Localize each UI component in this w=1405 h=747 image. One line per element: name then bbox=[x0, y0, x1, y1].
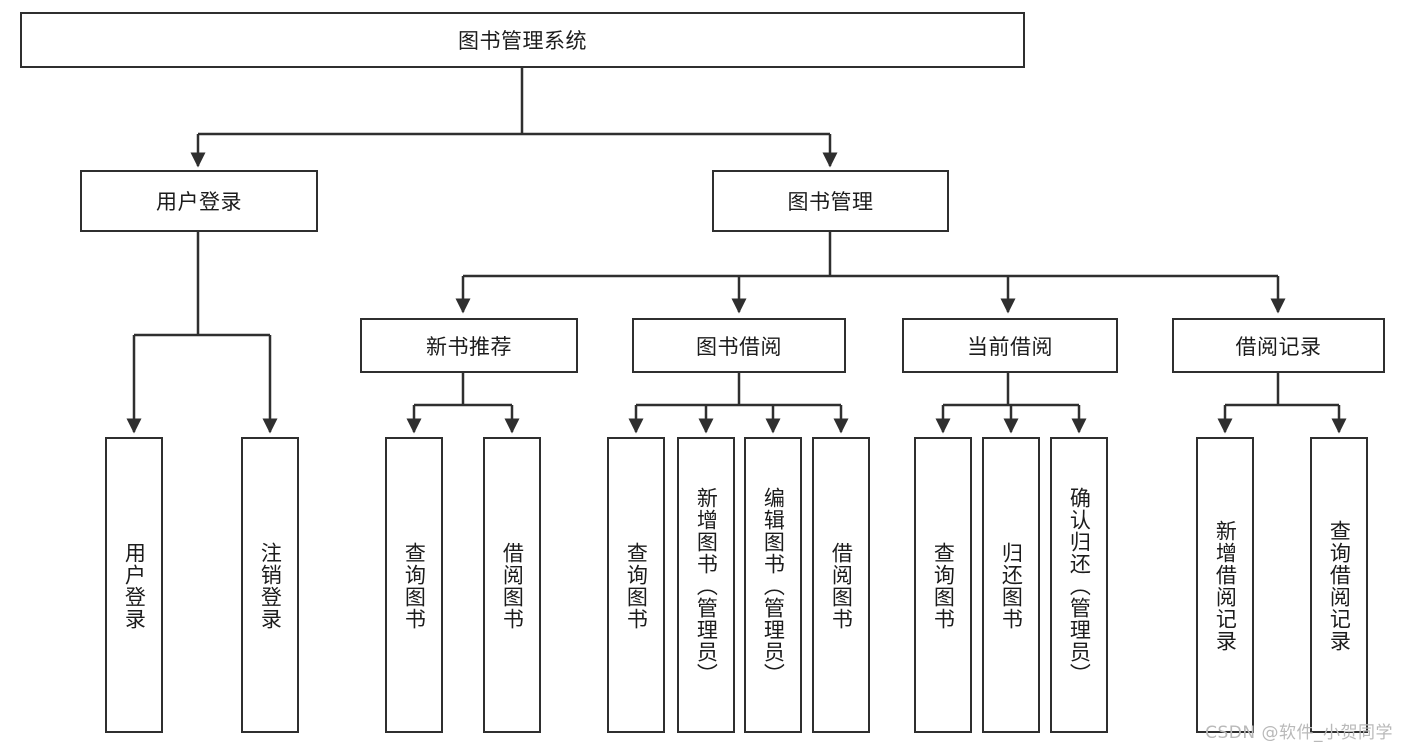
node-leaf-query-book-2[interactable]: 查询图书 bbox=[607, 437, 665, 733]
node-leaf-return-book[interactable]: 归还图书 bbox=[982, 437, 1040, 733]
node-leaf-logout-login[interactable]: 注销登录 bbox=[241, 437, 299, 733]
node-root[interactable]: 图书管理系统 bbox=[20, 12, 1025, 68]
node-leaf-edit-book[interactable]: 编辑图书（管理员） bbox=[744, 437, 802, 733]
node-leaf-user-login[interactable]: 用户登录 bbox=[105, 437, 163, 733]
node-leaf-borrow-book-2[interactable]: 借阅图书 bbox=[812, 437, 870, 733]
node-leaf-query-book-1[interactable]: 查询图书 bbox=[385, 437, 443, 733]
node-leaf-add-book[interactable]: 新增图书（管理员） bbox=[677, 437, 735, 733]
node-borrow-record[interactable]: 借阅记录 bbox=[1172, 318, 1385, 373]
node-book-borrow[interactable]: 图书借阅 bbox=[632, 318, 846, 373]
node-leaf-query-book-3[interactable]: 查询图书 bbox=[914, 437, 972, 733]
node-new-book-recommend[interactable]: 新书推荐 bbox=[360, 318, 578, 373]
node-leaf-add-record[interactable]: 新增借阅记录 bbox=[1196, 437, 1254, 733]
node-book-manage[interactable]: 图书管理 bbox=[712, 170, 949, 232]
node-user-login[interactable]: 用户登录 bbox=[80, 170, 318, 232]
node-leaf-query-record[interactable]: 查询借阅记录 bbox=[1310, 437, 1368, 733]
node-leaf-confirm-return[interactable]: 确认归还（管理员） bbox=[1050, 437, 1108, 733]
node-current-borrow[interactable]: 当前借阅 bbox=[902, 318, 1118, 373]
node-leaf-borrow-book-1[interactable]: 借阅图书 bbox=[483, 437, 541, 733]
